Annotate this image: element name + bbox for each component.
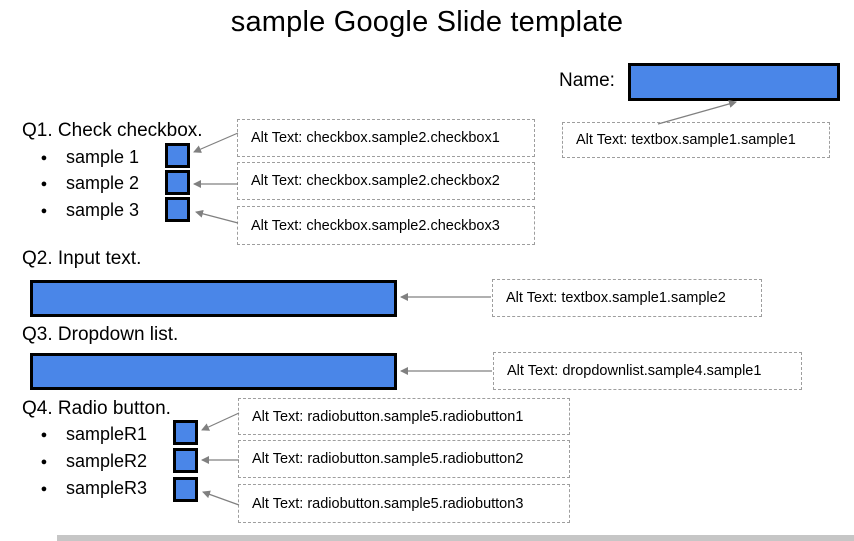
radio-2-label: sampleR2 — [66, 451, 148, 471]
radio-button-2[interactable] — [173, 448, 198, 473]
list-item: ● sample 3 — [30, 200, 172, 221]
alt-text-note-dropdown: Alt Text: dropdownlist.sample4.sample1 — [493, 352, 802, 390]
alt-text-note-radio-3: Alt Text: radiobutton.sample5.radiobutto… — [238, 484, 570, 523]
alt-text-note-name: Alt Text: textbox.sample1.sample1 — [562, 122, 830, 158]
bullet-icon: ● — [40, 204, 48, 217]
alt-text-note-radio-2-label: Alt Text: radiobutton.sample5.radiobutto… — [252, 451, 524, 467]
dropdown-list-box[interactable] — [30, 353, 397, 390]
list-item: ● sampleR2 — [30, 451, 172, 472]
arrow-radio-1 — [201, 412, 240, 431]
alt-text-note-name-label: Alt Text: textbox.sample1.sample1 — [576, 132, 796, 148]
horizontal-scrollbar[interactable] — [57, 535, 854, 541]
checkbox-3-label: sample 3 — [66, 200, 140, 220]
bullet-icon: ● — [40, 482, 48, 495]
radio-1-label: sampleR1 — [66, 424, 148, 444]
alt-text-note-radio-3-label: Alt Text: radiobutton.sample5.radiobutto… — [252, 495, 524, 512]
alt-text-note-checkbox-2-label: Alt Text: checkbox.sample2.checkbox2 — [251, 173, 500, 189]
checkbox-1[interactable] — [165, 143, 190, 168]
q1-heading: Q1. Check checkbox. — [22, 120, 203, 141]
list-item: ● sample 1 — [30, 147, 172, 168]
bullet-icon: ● — [40, 151, 48, 164]
alt-text-note-checkbox-1-label: Alt Text: checkbox.sample2.checkbox1 — [251, 130, 500, 146]
radio-button-3[interactable] — [173, 477, 198, 502]
radio-button-1[interactable] — [173, 420, 198, 445]
alt-text-note-checkbox-2: Alt Text: checkbox.sample2.checkbox2 — [237, 162, 535, 200]
alt-text-note-radio-1-label: Alt Text: radiobutton.sample5.radiobutto… — [252, 408, 524, 425]
list-item: ● sampleR1 — [30, 424, 172, 445]
alt-text-note-input-label: Alt Text: textbox.sample1.sample2 — [506, 290, 726, 306]
alt-text-note-radio-1: Alt Text: radiobutton.sample5.radiobutto… — [238, 398, 570, 435]
radio-3-label: sampleR3 — [66, 478, 148, 498]
arrow-radio-3 — [202, 490, 240, 506]
checkbox-2[interactable] — [165, 170, 190, 195]
arrow-checkbox-3 — [195, 209, 239, 224]
alt-text-note-checkbox-3: Alt Text: checkbox.sample2.checkbox3 — [237, 206, 535, 245]
q4-heading: Q4. Radio button. — [22, 398, 171, 419]
alt-text-note-checkbox-3-label: Alt Text: checkbox.sample2.checkbox3 — [251, 217, 500, 234]
slide-title: sample Google Slide template — [230, 6, 624, 38]
name-textbox[interactable] — [628, 63, 840, 101]
alt-text-note-checkbox-1: Alt Text: checkbox.sample2.checkbox1 — [237, 119, 535, 157]
q3-heading: Q3. Dropdown list. — [22, 324, 179, 345]
name-label: Name: — [559, 70, 615, 91]
bullet-icon: ● — [40, 428, 48, 441]
q2-heading: Q2. Input text. — [22, 248, 142, 269]
list-item: ● sample 2 — [30, 173, 172, 194]
list-item: ● sampleR3 — [30, 478, 172, 499]
alt-text-note-radio-2: Alt Text: radiobutton.sample5.radiobutto… — [238, 440, 570, 478]
bullet-icon: ● — [40, 455, 48, 468]
alt-text-note-dropdown-label: Alt Text: dropdownlist.sample4.sample1 — [507, 363, 762, 379]
checkbox-3[interactable] — [165, 197, 190, 222]
bullet-icon: ● — [40, 177, 48, 190]
checkbox-1-label: sample 1 — [66, 147, 140, 167]
arrow-name-textbox — [657, 100, 737, 125]
input-textbox[interactable] — [30, 280, 397, 317]
checkbox-2-label: sample 2 — [66, 173, 140, 193]
alt-text-note-input: Alt Text: textbox.sample1.sample2 — [492, 279, 762, 317]
